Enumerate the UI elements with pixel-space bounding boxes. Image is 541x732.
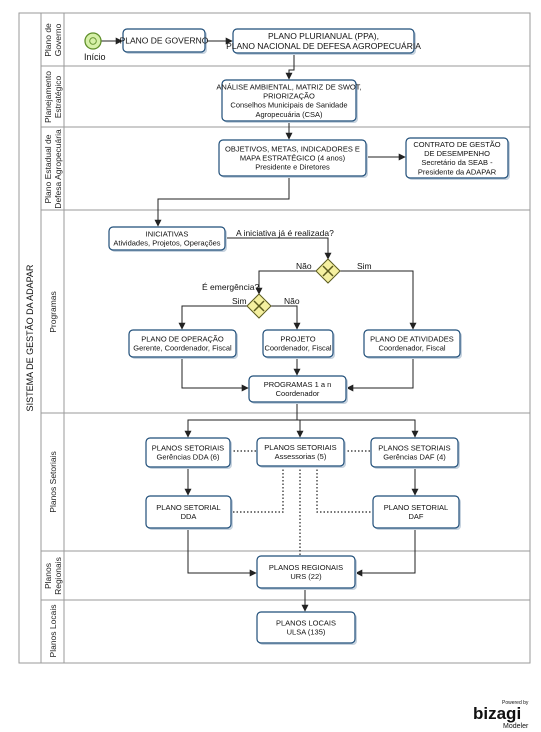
task-label: Coordenador [276,389,320,398]
task-label: PLANOS LOCAIS [276,619,336,628]
gateway-realizada-yes: Sim [357,261,372,271]
gateway-emergencia-yes: Sim [232,296,247,306]
lane-label-planos-locais: Planos Locais [48,605,58,658]
task-label: PLANO DE OPERAÇÃO [141,335,224,344]
lane-dividers [41,65,530,601]
gateway-realizada-no: Não [296,261,312,271]
task-label: DDA [181,512,197,521]
flow-edges [101,37,419,612]
watermark-brand: bizagi [473,704,521,723]
task-label: PLANO DE ATIVIDADES [370,335,454,344]
task-label: Secretário da SEAB - [421,158,493,167]
task-label: Presidente da ADAPAR [418,167,497,176]
dotted-associations [230,450,372,555]
task-label: Agropecuária (CSA) [255,110,323,119]
gateway-realizada-question: A iniciativa já é realizada? [236,228,334,238]
task-label: PRIORIZAÇÃO [263,92,315,101]
start-event-label: Início [84,52,106,62]
lane-label-plano-governo: Plano deGoverno [43,23,63,57]
gateway-emergencia-no: Não [284,296,300,306]
lane-label-planos-regionais: PlanosRegionais [43,557,63,595]
gateway-emergencia[interactable]: É emergência? Sim Não [202,282,300,319]
task-analise-ambiental[interactable]: ANÁLISE AMBIENTAL, MATRIZ DE SWOT,PRIORI… [216,79,362,123]
task-label: PLANOS SETORIAIS [264,443,336,452]
task-label: PROJETO [280,335,315,344]
task-label: PLANO PLURIANUAL (PPA), [268,31,379,41]
task-label: ULSA (135) [287,628,326,637]
task-label: MAPA ESTRATÉGICO (4 anos) [240,154,346,163]
task-label: PLANOS SETORIAIS [152,444,224,453]
bizagi-watermark: Powered by bizagi Modeler [473,700,529,730]
task-label: PLANO DE GOVERNO [120,35,209,45]
task-plano-de-governo[interactable]: PLANO DE GOVERNO [120,28,209,54]
task-label: PLANOS SETORIAIS [378,444,450,453]
task-label: Gerências DAF (4) [383,453,446,462]
task-label: DAF [409,512,424,521]
lane-labels: Plano deGoverno PlanejamentoEstratégico … [43,23,63,658]
start-event[interactable]: Início [84,32,106,62]
watermark-powered-by: Powered by [502,700,529,706]
lane-label-planos-setoriais: Planos Setoriais [48,451,58,512]
task-label: Atividades, Projetos, Operações [113,239,220,248]
task-ppa[interactable]: PLANO PLURIANUAL (PPA),PLANO NACIONAL DE… [226,28,421,55]
gateway-realizada[interactable]: A iniciativa já é realizada? Não Sim [236,228,372,284]
watermark-product: Modeler [503,723,529,730]
task-label: Gerências DDA (6) [157,453,220,462]
task-label: Gerente, Coordenador, Fiscal [133,344,232,353]
task-label: INICIATIVAS [146,230,189,239]
task-label: Coordenador, Fiscal [264,344,331,353]
task-label: Assessorias (5) [275,452,327,461]
task-label: PLANO NACIONAL DE DEFESA AGROPECUÁRIA [226,41,421,51]
task-label: ANÁLISE AMBIENTAL, MATRIZ DE SWOT, [216,82,361,91]
lane-label-planejamento: PlanejamentoEstratégico [43,71,63,123]
task-label: CONTRATO DE GESTÃO [413,140,500,149]
pool-title: SISTEMA DE GESTÃO DA ADAPAR [25,264,35,411]
task-label: Conselhos Municipais de Sanidade [230,101,347,110]
task-label: OBJETIVOS, METAS, INDICADORES E [225,145,360,154]
task-label: Presidente e Diretores [255,163,330,172]
task-label: PLANOS REGIONAIS [269,563,343,572]
task-label: DE DESEMPENHO [424,149,490,158]
lane-label-programas: Programas [48,291,58,333]
gateway-emergencia-question: É emergência? [202,282,259,292]
lane-label-plano-estadual: Plano Estadual deDefesa Agropecuária [43,129,63,209]
task-label: PROGRAMAS 1 a n [264,380,332,389]
task-label: PLANO SETORIAL [156,503,220,512]
task-label: PLANO SETORIAL [384,503,448,512]
task-label: URS (22) [290,572,322,581]
task-label: Coordenador, Fiscal [378,344,445,353]
